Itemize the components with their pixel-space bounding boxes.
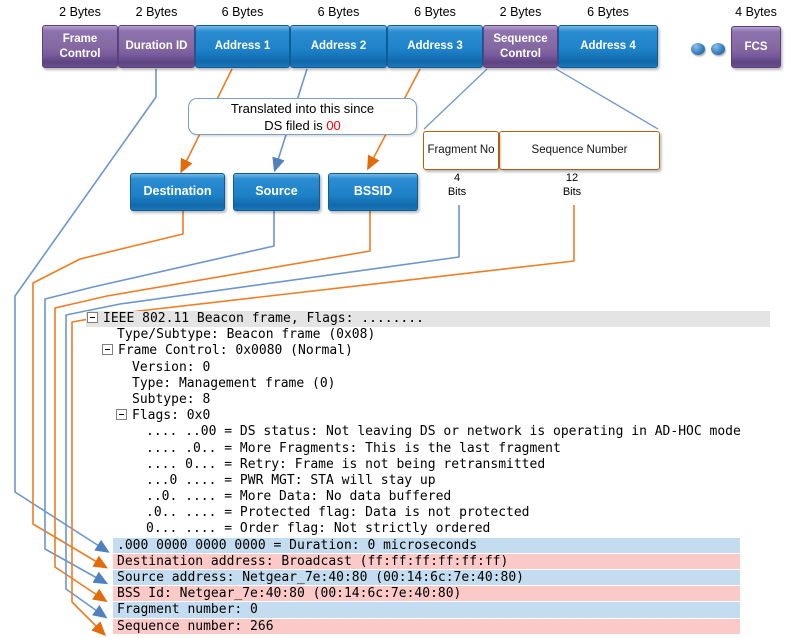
packet-row[interactable]: IEEE 802.11 Beacon frame, Flags: .......… [86,311,770,328]
callout-translated-note: Translated into this since DS filed is 0… [188,98,417,135]
field-box-fcs: FCS [731,26,781,68]
seqctrl-expand-right-line [555,68,659,130]
packet-row-text: Version: 0 [132,359,211,375]
seqctrl-box-fragment-no: Fragment No [423,131,499,170]
callout-line2: DS filed is 00 [264,117,341,133]
packet-row-text: BSS Id: Netgear_7e:40:80 (00:14:6c:7e:40… [117,586,462,602]
packet-row-text: .... ..00 = DS status: Not leaving DS or… [146,424,741,440]
size-label-fcs: 4 Bytes [735,5,777,19]
size-label-sequence-control: 2 Bytes [499,5,542,19]
packet-row-text: ..0. .... = More Data: No data buffered [146,489,452,505]
field-box-address1: Address 1 [195,25,290,68]
packet-row[interactable]: Flags: 0x0 [86,408,776,424]
packet-row-text: Sequence number: 266 [117,618,274,634]
field-box-address4: Address 4 [558,25,658,68]
packet-row[interactable]: .... 0... = Retry: Frame is not being re… [86,457,776,473]
collapse-expander-icon[interactable] [87,312,98,323]
size-label-address2: 6 Bytes [317,5,360,19]
size-label-address1: 6 Bytes [221,5,264,19]
packet-row-text: Flags: 0x0 [132,408,211,424]
translated-box-destination: Destination [130,173,225,211]
packet-row[interactable]: .0.. .... = Protected flag: Data is not … [86,505,776,521]
packet-row-text: .... .0.. = More Fragments: This is the … [146,440,561,456]
collapse-expander-icon[interactable] [116,409,127,421]
packet-row[interactable]: BSS Id: Netgear_7e:40:80 (00:14:6c:7e:40… [113,586,740,603]
source-to-row-line [44,211,275,585]
packet-row-text: Source address: Netgear_7e:40:80 (00:14:… [117,570,524,585]
size-label-frame-control: 2 Bytes [59,5,101,19]
packet-row[interactable]: Type: Management frame (0) [86,376,776,392]
ds-field-value: 00 [326,117,341,133]
packet-row[interactable]: ...0 .... = PWR MGT: STA will stay up [86,473,776,489]
field-box-sequence-control: Sequence Control [483,25,558,68]
packet-row-text: .000 0000 0000 0000 = Duration: 0 micros… [117,537,478,553]
packet-row[interactable]: 0... .... = Order flag: Not strictly ord… [86,521,776,537]
fragment-to-row-line [65,205,460,619]
field-box-address2: Address 2 [290,25,387,68]
packet-row[interactable]: Fragment number: 0 [113,602,740,619]
field-box-address3: Address 3 [387,25,483,68]
packet-row[interactable]: .... ..00 = DS status: Not leaving DS or… [86,424,776,440]
packet-row-text: .... 0... = Retry: Frame is not being re… [146,456,546,472]
packet-row-text: IEEE 802.11 Beacon frame, Flags: .......… [103,311,424,326]
size-label-address3: 6 Bytes [414,5,456,19]
packet-row[interactable]: .000 0000 0000 0000 = Duration: 0 micros… [113,537,740,554]
size-label-duration-id: 2 Bytes [135,5,178,19]
packet-row[interactable]: Sequence number: 266 [113,618,740,635]
ellipsis-dot-icon [691,43,705,55]
packet-row[interactable]: Type/Subtype: Beacon frame (0x08) [86,327,776,343]
seqctrl-expand-left-line [423,68,488,130]
field-box-frame-control: Frame Control [42,25,118,68]
packet-row-text: Type/Subtype: Beacon frame (0x08) [117,327,376,343]
packet-row[interactable]: Destination address: Broadcast (ff:ff:ff… [113,553,740,570]
packet-dissection-panel: IEEE 802.11 Beacon frame, Flags: .......… [86,311,776,635]
destination-to-row-line [32,211,184,569]
field-box-duration-id: Duration ID [118,25,195,68]
packet-row[interactable]: Version: 0 [86,360,776,376]
translated-box-source: Source [233,173,320,211]
packet-row-text: Subtype: 8 [132,391,211,407]
packet-row-text: ...0 .... = PWR MGT: STA will stay up [146,472,436,488]
packet-row[interactable]: Subtype: 8 [86,392,776,408]
packet-row-text: Type: Management frame (0) [132,375,336,391]
packet-row-text: Frame Control: 0x0080 (Normal) [118,343,353,359]
packet-row[interactable]: Source address: Netgear_7e:40:80 (00:14:… [113,570,740,587]
translated-box-bssid: BSSID [328,173,418,211]
bssid-to-row-line [54,211,371,603]
packet-row[interactable]: Frame Control: 0x0080 (Normal) [86,343,776,359]
collapse-expander-icon[interactable] [102,344,113,356]
callout-line1: Translated into this since [230,100,375,116]
duration-to-row-line [14,69,157,553]
packet-row-text: 0... .... = Order flag: Not strictly ord… [146,521,491,537]
size-label-address4: 6 Bytes [587,5,629,19]
packet-row-text: .0.. .... = Protected flag: Data is not … [146,505,530,521]
ellipsis-dot-icon [711,43,725,55]
packet-row[interactable]: ..0. .... = More Data: No data buffered [86,489,776,505]
packet-row[interactable]: .... .0.. = More Fragments: This is the … [86,441,776,457]
seqctrl-box-sequence-number: Sequence Number [499,131,660,170]
packet-row-text: Fragment number: 0 [117,602,258,618]
packet-row-text: Destination address: Broadcast (ff:ff:ff… [117,553,509,569]
